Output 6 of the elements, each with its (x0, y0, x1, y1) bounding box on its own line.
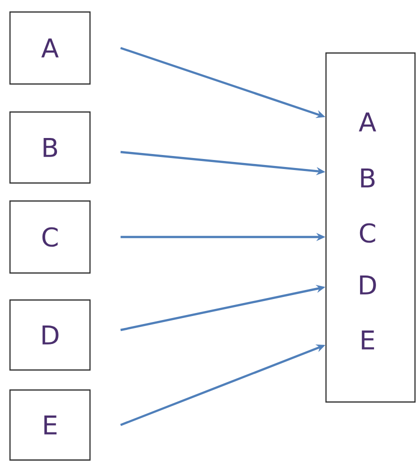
letter-box: E (9, 389, 91, 461)
letter-box: C (9, 200, 91, 274)
list-box: A B C D E (325, 52, 416, 403)
letter-box: B (9, 111, 91, 184)
letter-box: A (9, 11, 91, 85)
letter-box: D (9, 299, 91, 371)
